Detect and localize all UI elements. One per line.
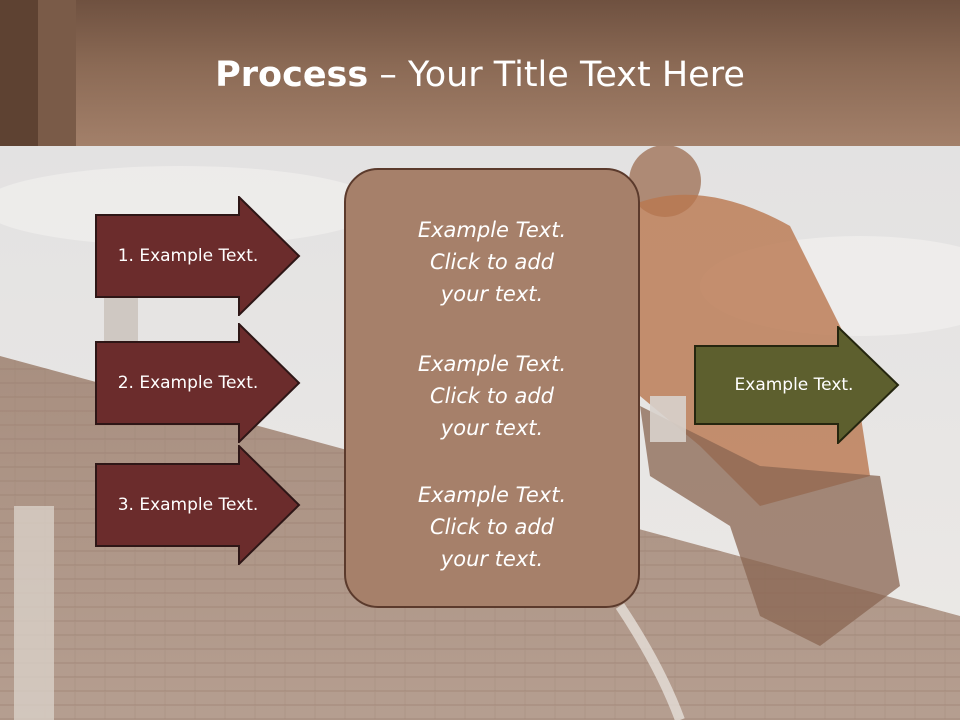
center-paragraph-2-line-1: Example Text. [417, 352, 567, 376]
center-paragraph-1: Example Text. Click to add your text. [346, 214, 638, 310]
step-arrow-1-label: 1. Example Text. [117, 246, 259, 266]
header-bar: Process – Your Title Text Here [0, 0, 960, 146]
title-bold-part: Process [215, 55, 369, 95]
center-paragraph-1-line-3: your text. [440, 282, 544, 306]
header-accent-dark [0, 0, 38, 146]
step-arrow-2-label: 2. Example Text. [117, 373, 259, 393]
step-arrow-3-label: 3. Example Text. [117, 495, 259, 515]
center-paragraph-3-line-2: Click to add [429, 515, 554, 539]
center-paragraph-1-line-1: Example Text. [417, 218, 567, 242]
step-arrow-3[interactable]: 3. Example Text. [95, 445, 301, 565]
center-paragraph-3-line-3: your text. [440, 547, 544, 571]
center-paragraph-2: Example Text. Click to add your text. [346, 348, 638, 444]
title-rest-part: – Your Title Text Here [368, 55, 745, 95]
result-arrow[interactable]: Example Text. [694, 324, 900, 446]
result-arrow-label: Example Text. [734, 375, 854, 395]
center-paragraph-1-line-2: Click to add [429, 250, 554, 274]
center-paragraph-2-line-3: your text. [440, 416, 544, 440]
center-text-box[interactable]: Example Text. Click to add your text. Ex… [344, 168, 640, 608]
step-arrow-1[interactable]: 1. Example Text. [95, 196, 301, 316]
center-paragraph-3: Example Text. Click to add your text. [346, 479, 638, 575]
header-accent-mid [38, 0, 76, 146]
step-arrow-2[interactable]: 2. Example Text. [95, 323, 301, 443]
center-paragraph-2-line-2: Click to add [429, 384, 554, 408]
slide-title[interactable]: Process – Your Title Text Here [0, 50, 960, 100]
center-paragraph-3-line-1: Example Text. [417, 483, 567, 507]
